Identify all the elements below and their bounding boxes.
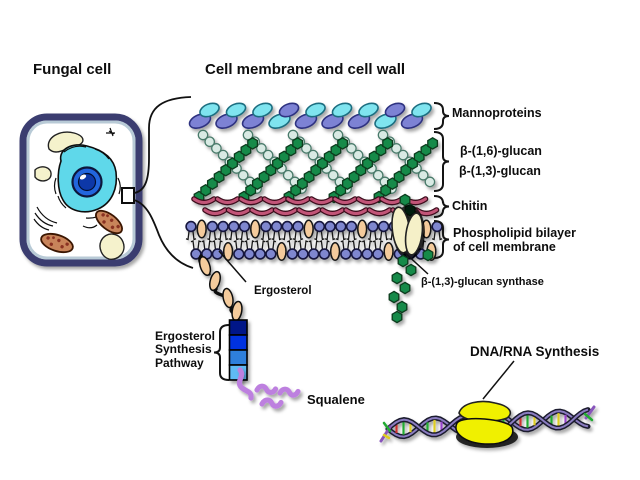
chitin-layer (191, 196, 440, 217)
label-ergosterol-pathway: Ergosterol Synthesis Pathway (155, 329, 216, 370)
label-pathway-line3: Pathway (155, 355, 204, 370)
label-pathway-line2: Synthesis (155, 342, 212, 357)
extruded-glucan-chain (388, 248, 434, 324)
mannoprotein-layer (188, 102, 432, 129)
label-glucan-synthase: β-(1,3)-glucan synthase (421, 276, 544, 288)
leader-lines (218, 250, 515, 400)
vacuole (99, 233, 125, 260)
vacuole (47, 131, 84, 153)
label-pathway-line1: Ergosterol (155, 329, 216, 343)
polymerase-blob (455, 400, 518, 448)
mitochondrion (40, 232, 74, 254)
zoom-connector-lines (133, 96, 194, 269)
label-bilayer-line1: Phospholipid bilayer (453, 226, 576, 240)
label-glucan-13: β-(1,3)-glucan (459, 164, 541, 178)
title-membrane-wall: Cell membrane and cell wall (205, 61, 406, 78)
ergosterol-chain (198, 254, 243, 322)
label-glucan-16: β-(1,6)-glucan (460, 144, 542, 158)
label-ergosterol: Ergosterol (254, 285, 312, 297)
nucleus-highlight (79, 174, 87, 180)
fungal-cell-illustration (19, 113, 143, 267)
glucan-network (193, 129, 439, 204)
title-fungal-cell: Fungal cell (33, 61, 112, 78)
label-dna-rna: DNA/RNA Synthesis (470, 344, 600, 359)
vacuole (34, 166, 52, 182)
label-bilayer: Phospholipid bilayer of cell membrane (453, 226, 576, 254)
label-squalene: Squalene (307, 392, 365, 407)
label-mannoproteins: Mannoproteins (452, 106, 542, 120)
cell-wall-layers (185, 102, 443, 324)
label-bilayer-line2: of cell membrane (453, 240, 556, 254)
squalene-molecules (236, 367, 301, 409)
zoom-source-box (121, 187, 135, 204)
label-chitin: Chitin (452, 199, 488, 213)
glucan-synthase-enzyme (391, 205, 425, 259)
dna-helix (379, 400, 596, 448)
layer-braces (213, 102, 450, 381)
mitochondrion (95, 209, 123, 235)
